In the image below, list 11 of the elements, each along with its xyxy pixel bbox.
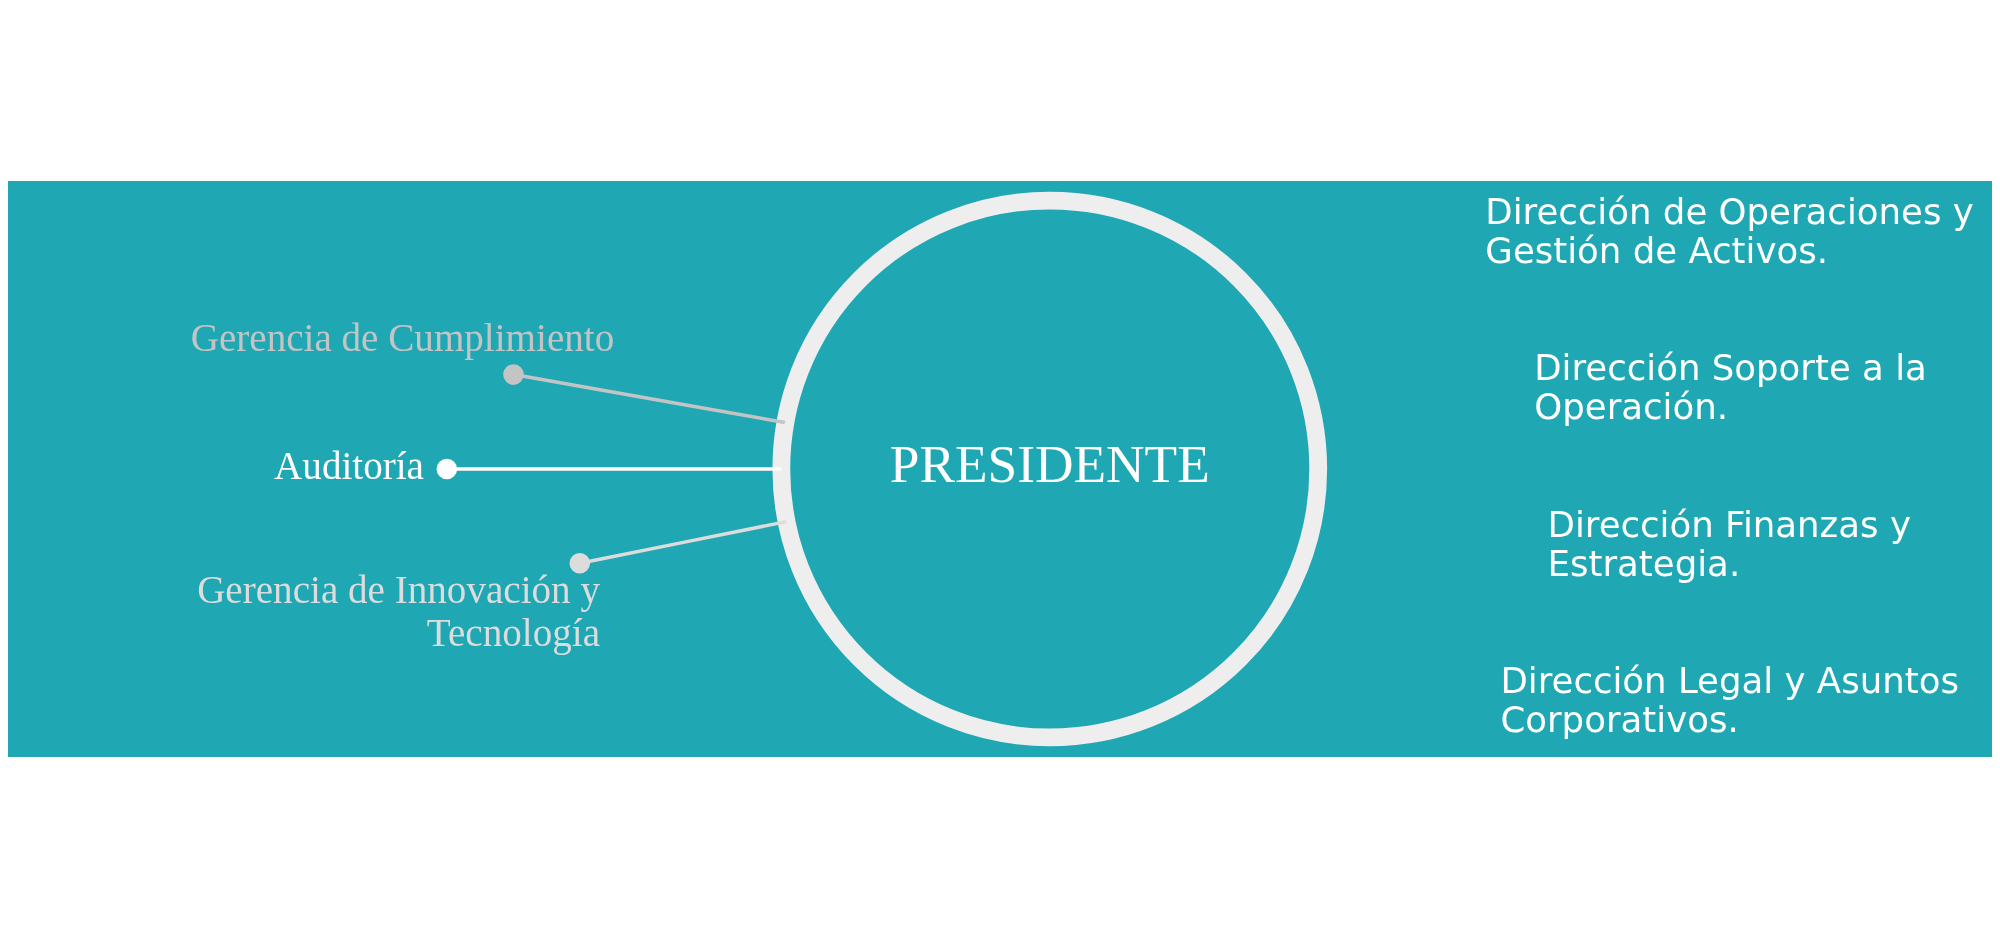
node-text: Dirección Legal y Asuntos Corporativos. (1500, 660, 1959, 741)
node-text: Gerencia de Innovación y Tecnología (197, 568, 600, 655)
node-text: Gerencia de Cumplimiento (190, 315, 615, 359)
connector (503, 364, 786, 425)
node-text: Dirección Finanzas y Estrategia. (1547, 503, 1911, 584)
node-text: Dirección Soporte a la Operación. (1534, 347, 1927, 428)
node-circle: PRESIDENTE (772, 191, 1328, 747)
connector (436, 458, 782, 480)
node-text: Dirección de Operaciones y Gestión de Activos. (1485, 190, 1974, 271)
connector (569, 519, 787, 574)
node-text: Auditoría (274, 443, 424, 487)
